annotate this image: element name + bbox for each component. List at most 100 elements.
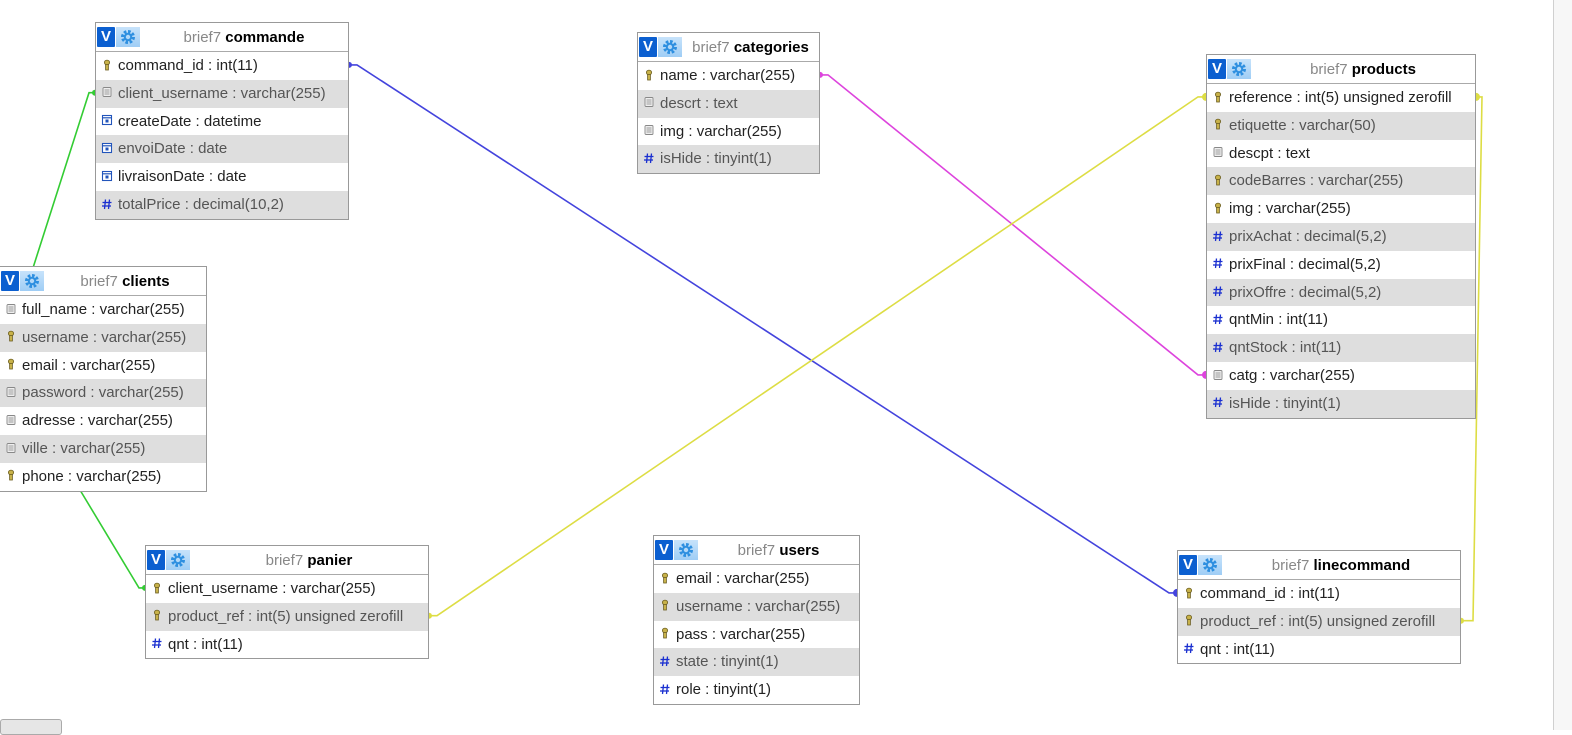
gear-icon[interactable] — [658, 37, 682, 57]
column-separator: : — [185, 140, 199, 158]
column-row[interactable]: qntMin : int(11) — [1207, 306, 1475, 334]
column-type: varchar(255) — [720, 625, 806, 643]
column-separator: : — [1291, 227, 1305, 245]
column-separator: : — [86, 384, 99, 402]
toggle-columns-button[interactable]: V — [147, 550, 165, 570]
column-row[interactable]: isHide : tinyint(1) — [1207, 389, 1475, 418]
table-name: users — [779, 542, 820, 559]
column-row[interactable]: full_name : varchar(255) — [0, 296, 206, 324]
column-name: command_id — [1200, 585, 1286, 602]
column-row[interactable]: qnt : int(11) — [146, 631, 428, 659]
column-type: varchar(255) — [710, 67, 796, 84]
column-row[interactable]: img : varchar(255) — [1207, 195, 1475, 223]
toggle-columns-button[interactable]: V — [1208, 59, 1226, 79]
column-row[interactable]: qntStock : int(11) — [1207, 334, 1475, 362]
vertical-scrollbar[interactable] — [1553, 0, 1572, 730]
column-row[interactable]: ville : varchar(255) — [0, 434, 206, 463]
toggle-columns-button[interactable]: V — [639, 37, 657, 57]
column-row[interactable]: username : varchar(255) — [0, 323, 206, 352]
column-name: prixFinal — [1229, 255, 1286, 273]
column-row[interactable]: prixAchat : decimal(5,2) — [1207, 222, 1475, 251]
column-separator: : — [1275, 612, 1289, 630]
column-row[interactable]: isHide : tinyint(1) — [638, 145, 819, 174]
column-separator: : — [191, 112, 204, 130]
column-name: codeBarres — [1229, 172, 1306, 190]
gear-icon[interactable] — [20, 271, 44, 291]
column-row[interactable]: descrt : text — [638, 89, 819, 118]
column-row[interactable]: command_id : int(11) — [96, 52, 348, 80]
column-row[interactable]: img : varchar(255) — [638, 118, 819, 146]
column-row[interactable]: codeBarres : varchar(255) — [1207, 167, 1475, 196]
column-row[interactable]: pass : varchar(255) — [654, 621, 859, 649]
column-row[interactable]: client_username : varchar(255) — [146, 575, 428, 603]
table-name: commande — [225, 29, 305, 46]
column-row[interactable]: role : tinyint(1) — [654, 676, 859, 704]
gear-icon[interactable] — [1227, 59, 1251, 79]
column-separator: : — [180, 195, 194, 213]
column-row[interactable]: password : varchar(255) — [0, 379, 206, 408]
column-row[interactable]: email : varchar(255) — [654, 565, 859, 593]
column-name: qntStock — [1229, 339, 1288, 357]
column-row[interactable]: createDate : datetime — [96, 108, 348, 136]
toggle-columns-button[interactable]: V — [655, 540, 673, 560]
gear-icon[interactable] — [166, 550, 190, 570]
column-row[interactable]: livraisonDate : date — [96, 163, 348, 191]
column-row[interactable]: state : tinyint(1) — [654, 648, 859, 677]
column-name: img — [660, 122, 685, 140]
column-type: date — [198, 140, 228, 158]
toggle-columns-button[interactable]: V — [1179, 555, 1197, 575]
column-row[interactable]: adresse : varchar(255) — [0, 407, 206, 435]
column-row[interactable]: reference : int(5) unsigned zerofill — [1207, 84, 1475, 112]
column-row[interactable]: command_id : int(11) — [1178, 580, 1460, 608]
column-separator: : — [1270, 394, 1284, 412]
column-type: int(11) — [201, 635, 243, 653]
gear-icon[interactable] — [116, 27, 140, 47]
toggle-columns-button[interactable]: V — [1, 271, 19, 291]
gear-icon[interactable] — [1198, 555, 1222, 575]
column-row[interactable]: totalPrice : decimal(10,2) — [96, 190, 348, 219]
column-row[interactable]: catg : varchar(255) — [1207, 362, 1475, 390]
column-row[interactable]: client_username : varchar(255) — [96, 79, 348, 108]
column-row[interactable]: product_ref : int(5) unsigned zerofill — [146, 602, 428, 631]
column-name: descpt — [1229, 144, 1274, 162]
column-name: prixAchat — [1229, 227, 1292, 245]
column-row[interactable]: product_ref : int(5) unsigned zerofill — [1178, 607, 1460, 636]
column-row[interactable]: name : varchar(255) — [638, 62, 819, 90]
column-separator: : — [203, 57, 217, 74]
column-row[interactable]: etiquette : varchar(50) — [1207, 111, 1475, 140]
column-row[interactable]: prixFinal : decimal(5,2) — [1207, 251, 1475, 279]
text-field-icon — [643, 123, 660, 140]
column-row[interactable]: username : varchar(255) — [654, 592, 859, 621]
column-row[interactable]: qnt : int(11) — [1178, 636, 1460, 664]
toggle-columns-button[interactable]: V — [97, 27, 115, 47]
column-row[interactable]: envoiDate : date — [96, 135, 348, 164]
text-field-icon — [5, 412, 22, 429]
gear-icon[interactable] — [674, 540, 698, 560]
toolbar-button[interactable] — [0, 719, 62, 735]
column-type: varchar(255) — [99, 301, 185, 318]
number-icon — [1212, 339, 1229, 356]
column-row[interactable]: descpt : text — [1207, 140, 1475, 168]
column-row[interactable]: phone : varchar(255) — [0, 463, 206, 491]
column-type: decimal(10,2) — [193, 195, 284, 213]
key-icon — [1212, 117, 1229, 134]
column-name: email — [676, 570, 712, 587]
column-row[interactable]: prixOffre : decimal(5,2) — [1207, 278, 1475, 307]
column-type: varchar(255) — [101, 328, 187, 346]
column-row[interactable]: email : varchar(255) — [0, 352, 206, 380]
